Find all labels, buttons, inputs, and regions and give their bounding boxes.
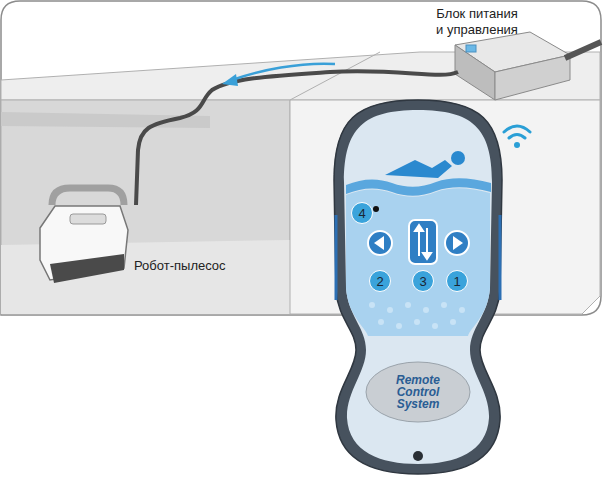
pool-edge <box>290 52 380 100</box>
swimmer-body <box>385 160 452 178</box>
left-button <box>368 231 392 255</box>
panel-frame <box>1 1 601 315</box>
power-unit-side <box>495 55 570 100</box>
robot-label: Робот-пылесос <box>134 258 226 274</box>
keyhole <box>413 451 423 461</box>
robot-tread <box>50 254 124 283</box>
flow-arrow <box>232 64 335 80</box>
right-arrow <box>453 236 463 250</box>
robot-handle <box>52 188 124 205</box>
remote-face <box>344 110 492 464</box>
power-unit-front <box>455 45 495 100</box>
callout-text: 2 <box>376 275 383 288</box>
callout-number: 4 <box>351 202 373 224</box>
remote-body <box>334 100 502 474</box>
callout-number: 2 <box>369 270 391 292</box>
logo-badge <box>366 362 470 422</box>
updown-button <box>409 220 437 264</box>
wifi-icon <box>504 126 530 138</box>
mains-cable <box>565 42 601 58</box>
remote-water <box>346 188 490 336</box>
unit-label: Блок питания и управления <box>432 6 522 37</box>
callout-text: 4 <box>358 207 365 220</box>
updown-arrows <box>415 225 431 259</box>
remote-wave <box>346 178 491 196</box>
callout-text: 3 <box>419 275 426 288</box>
callout-number: 3 <box>412 270 434 292</box>
left-arrow <box>374 236 384 250</box>
power-button <box>466 45 476 52</box>
callout-number: 1 <box>446 270 468 292</box>
wifi-dot <box>514 142 520 148</box>
callout-text: 1 <box>453 275 460 288</box>
swimmer-head <box>451 151 465 165</box>
remote-dots <box>369 302 465 329</box>
flow-arrowhead <box>222 74 238 86</box>
logo-text: Remote Control System <box>388 374 448 410</box>
right-button <box>445 231 469 255</box>
robot-cover <box>70 214 106 224</box>
indicator-led <box>373 206 379 212</box>
